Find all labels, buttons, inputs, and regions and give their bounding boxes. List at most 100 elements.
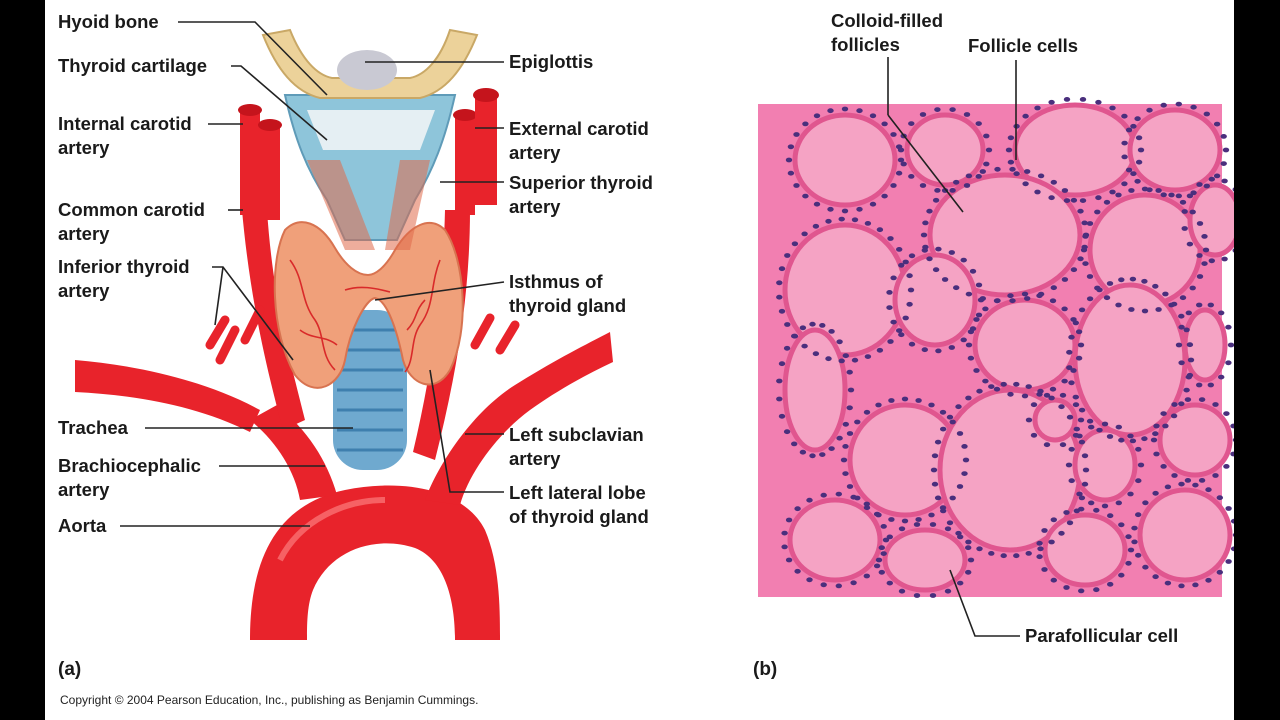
follicle-cell-nucleus [932,197,940,203]
follicle-cell-nucleus [919,112,927,117]
follicle-cell-nucleus [1232,248,1234,253]
follicle-cell-nucleus [1115,302,1122,308]
follicle-cell-nucleus [922,220,929,226]
follicle-cell-nucleus [1155,188,1162,193]
follicle-cell-nucleus [1118,437,1125,443]
follicle-cell-nucleus [1080,247,1088,253]
follicle-cell-nucleus [908,121,915,126]
follicle-cell-nucleus [1183,327,1190,333]
follicle-cell-nucleus [838,216,845,222]
follicle-cell-nucleus [1068,478,1075,484]
follicle-cell-nucleus [1186,342,1194,348]
right-internal-carotid-shape [240,110,260,215]
follicle-cell-nucleus [1131,525,1138,531]
follicle-cell-nucleus [988,384,995,389]
follicle-cell-nucleus [1088,500,1095,506]
follicle-cell-nucleus [1043,392,1051,398]
follicle-cell-nucleus [1036,293,1043,299]
follicle-cell-nucleus [1129,438,1137,444]
label-epiglottis: Epiglottis [509,51,594,72]
follicle-cell-nucleus [935,348,942,354]
follicle-cell-nucleus [827,206,834,212]
follicle-cell-nucleus [1218,374,1225,380]
follicle-cell-nucleus [835,491,842,497]
follicle-cell-nucleus [1141,436,1148,442]
follicle-cell-nucleus [881,121,888,127]
follicle-cell-nucleus [794,506,801,512]
follicle-cell-nucleus [1178,313,1185,319]
follicle-cell-nucleus [1170,413,1178,419]
follicle-cell-nucleus [835,583,842,589]
follicle-cell-nucleus [1078,588,1085,594]
follicle-cell-nucleus [1065,462,1073,468]
follicle-cell-nucleus [906,273,913,279]
follicle-cell-nucleus [1227,342,1234,348]
follicle-cell-nucleus [1068,380,1075,386]
follicle-cell-nucleus [1225,324,1232,330]
follicle-cell-nucleus [1152,431,1159,437]
follicle-cell-nucleus [1198,478,1206,483]
follicle-cell-nucleus [979,169,986,174]
follicle-cell-nucleus [841,208,849,214]
follicle-cell-nucleus [975,174,982,179]
follicle-cell-nucleus [1078,407,1086,413]
follicle-cell-nucleus [1025,417,1033,423]
follicle-cell-nucleus [1076,491,1083,497]
follicle [1042,512,1128,588]
follicle-cell-nucleus [776,378,783,384]
follicle-cell-nucleus [898,262,905,268]
follicle-cell-nucleus [1127,491,1134,497]
follicle-cell-nucleus [1178,583,1185,589]
follicle-cell-nucleus [1095,99,1102,105]
follicle-cell-nucleus [898,526,906,532]
follicle-cell-nucleus [965,342,973,348]
follicle-cell-nucleus [886,580,893,586]
follicle-cell-nucleus [1179,295,1187,301]
follicle-cell-nucleus [1160,464,1167,469]
follicle-cell-nucleus [820,492,827,498]
label-brachiocephalic-artery: Brachiocephalic artery [58,455,201,500]
follicle-cell-nucleus [965,545,972,551]
follicle-cell-nucleus [1130,123,1137,129]
follicle-cell-nucleus [955,404,962,410]
follicle-cell-nucleus [873,511,881,517]
follicle-cell-nucleus [930,467,938,473]
follicle-cell-nucleus [1096,287,1103,293]
follicle-cell-nucleus [1205,577,1212,583]
follicle-cell-nucleus [1207,382,1215,388]
follicle-cell-nucleus [856,108,863,114]
follicle-cell-nucleus [934,107,941,112]
follicle-cell-nucleus [1125,534,1132,540]
follicle-cell-nucleus [948,345,955,350]
follicle-cell-nucleus [1068,446,1075,452]
follicle-cell-nucleus [1232,438,1234,442]
follicle-cell-nucleus [1048,195,1055,201]
follicle-cell-nucleus [809,453,816,459]
follicle-cell-nucleus [1160,192,1167,198]
follicle-cell-nucleus [1203,183,1211,189]
follicle-cell-nucleus [1141,308,1149,314]
follicle-cell-nucleus [799,449,807,455]
follicle-cell-nucleus [827,108,834,114]
label-thyroid-cartilage: Thyroid cartilage [58,55,208,76]
follicle-cell-nucleus [1192,482,1199,488]
follicle-cell-nucleus [949,188,956,193]
follicle-cell-nucleus [896,328,903,333]
follicle-cell-nucleus [784,253,791,258]
follicle-cell-nucleus [932,267,940,273]
follicle-cell-nucleus [886,290,893,295]
follicle-cell-nucleus [1153,451,1160,457]
thyroid-anatomy-illustration [75,21,1234,640]
follicle-cell-nucleus [875,402,882,408]
follicle-cell-nucleus [1201,261,1208,266]
follicle-cell-nucleus [1115,192,1122,198]
follicle-cell-nucleus [1059,392,1067,398]
follicle-cell-nucleus [1220,161,1227,167]
follicle-cell-nucleus [863,501,870,507]
follicle-cell-nucleus [1078,307,1086,313]
follicle-cell-nucleus [1223,464,1230,469]
follicle [787,497,883,583]
follicle-cell-nucleus [1128,307,1135,312]
follicle-cell-nucleus [1037,388,1044,394]
follicle [882,527,968,593]
